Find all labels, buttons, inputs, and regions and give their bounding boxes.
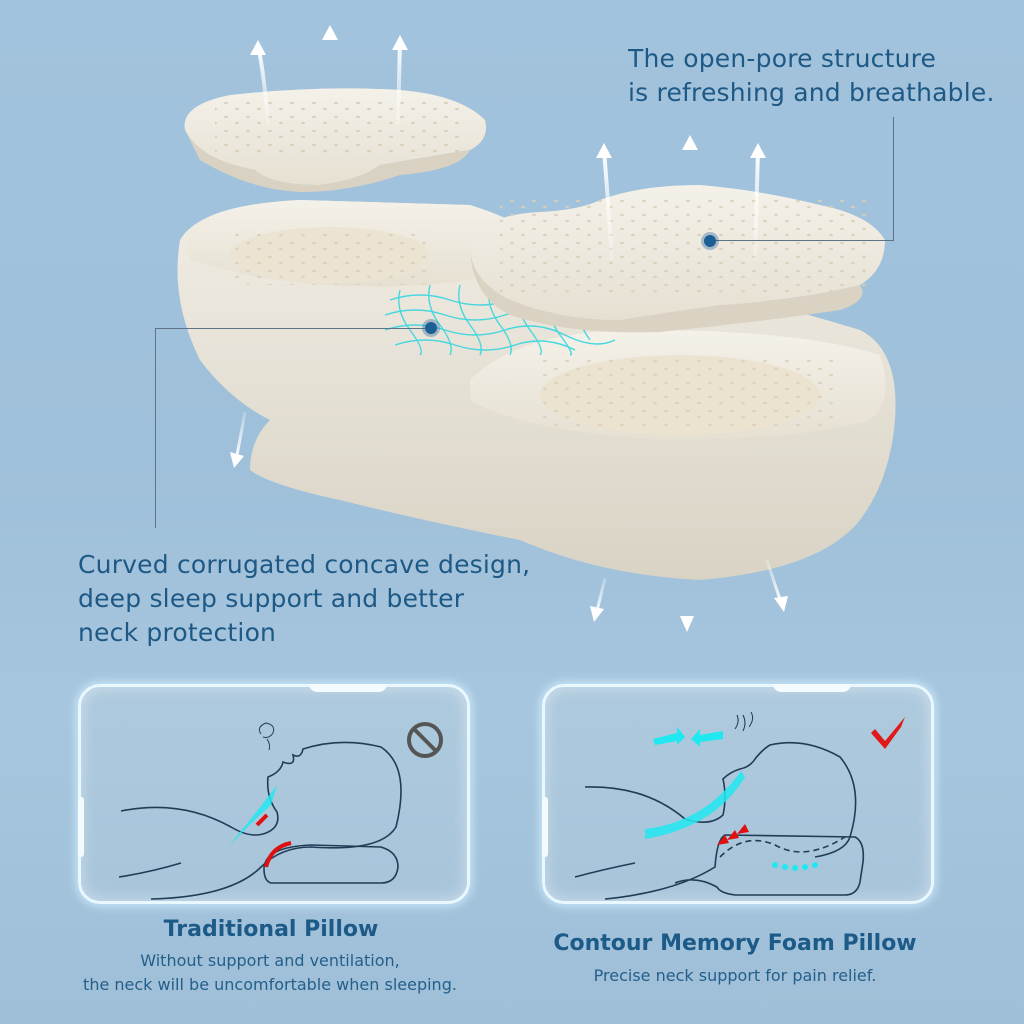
airflow-blocked-indicator xyxy=(229,785,277,847)
breathing-icon xyxy=(734,711,754,732)
traditional-sleeper-diagram xyxy=(118,722,443,900)
airflow-arrows-up-right xyxy=(602,140,760,430)
leader-line-top-vertical xyxy=(893,117,894,241)
callout-dot-mid xyxy=(425,322,437,334)
callout-open-pore: The open-pore structure is refreshing an… xyxy=(628,42,995,110)
support-pressure-arrows xyxy=(717,824,749,845)
panel-tab-decoration xyxy=(773,684,851,692)
pillow-exploded-illustration xyxy=(177,25,896,625)
panel-tab-decoration xyxy=(309,684,387,692)
snoring-icon xyxy=(258,722,275,751)
panel-edge-decoration xyxy=(542,797,548,857)
leader-line-mid-horizontal xyxy=(155,328,431,329)
airflow-arrows-clear xyxy=(645,727,818,871)
left-foam-insert xyxy=(184,88,486,192)
contour-sleeper-diagram xyxy=(574,711,905,900)
traditional-desc-line1: Without support and ventilation, xyxy=(140,951,400,970)
contour-pillow-title: Contour Memory Foam Pillow xyxy=(553,931,917,956)
callout-curved-design: Curved corrugated concave design, deep s… xyxy=(78,548,530,650)
leader-line-top-horizontal xyxy=(708,240,894,241)
prohibited-icon xyxy=(407,722,443,758)
neck-pressure-mark xyxy=(255,813,269,827)
arrowheads-up-left xyxy=(250,25,408,55)
callout-open-pore-line2: is refreshing and breathable. xyxy=(628,78,995,107)
checkmark-icon xyxy=(871,717,905,749)
contour-pillow-description: Precise neck support for pain relief. xyxy=(593,966,877,985)
traditional-pillow-panel xyxy=(78,684,470,904)
callout-dot-top xyxy=(704,235,716,247)
panel-edge-decoration xyxy=(78,797,84,857)
callout-curved-line3: neck protection xyxy=(78,618,277,647)
leader-line-mid-vertical xyxy=(155,328,156,528)
traditional-pillow-description: Without support and ventilation, the nec… xyxy=(20,949,520,997)
right-foam-insert xyxy=(470,185,885,333)
callout-curved-line2: deep sleep support and better xyxy=(78,584,465,613)
contour-pillow-panel xyxy=(542,684,934,904)
traditional-desc-line2: the neck will be uncomfortable when slee… xyxy=(83,975,457,994)
callout-open-pore-line1: The open-pore structure xyxy=(628,44,937,73)
callout-curved-line1: Curved corrugated concave design, xyxy=(78,550,531,579)
traditional-pillow-title: Traditional Pillow xyxy=(163,917,379,942)
